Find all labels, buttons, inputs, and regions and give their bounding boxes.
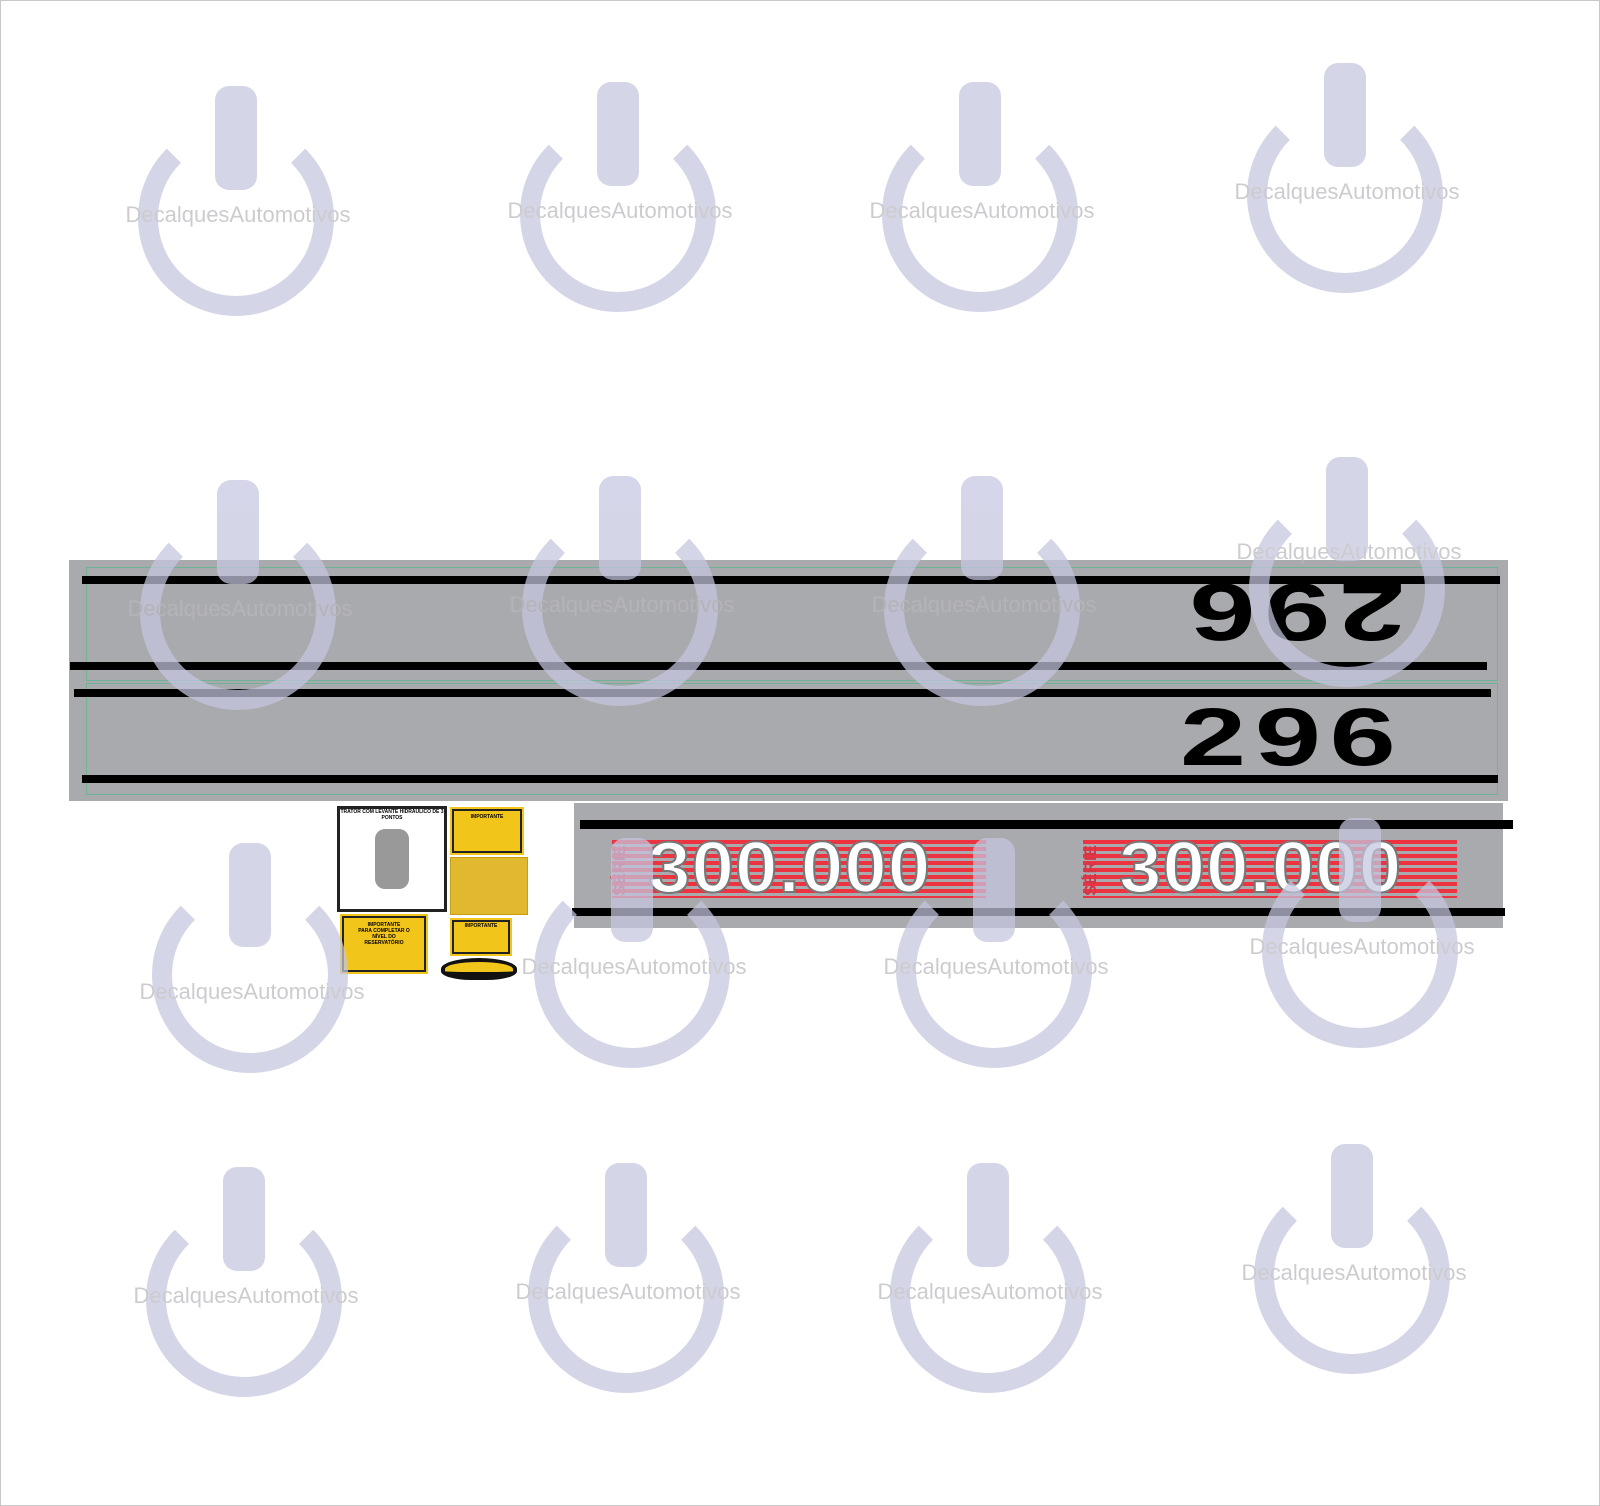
serie-label: SÉRIE — [610, 844, 629, 896]
stripe — [74, 689, 1491, 697]
serie-label: SÉRIE — [1081, 844, 1100, 896]
model-number-mirrored: 296 — [1180, 566, 1405, 657]
cut-guide-top — [86, 567, 1498, 681]
label-title: TRATOR COM LEVANTE HIDRÁULICO DE 3 PONTO… — [340, 809, 444, 821]
stripe — [82, 775, 1498, 783]
serie-number: 300.000 — [1118, 828, 1403, 908]
cut-guide-bottom — [86, 683, 1498, 795]
label-title: IMPORTANTE — [464, 923, 498, 929]
stripe — [580, 820, 1513, 829]
curved-label — [441, 958, 517, 980]
serie-badge: SÉRIE 300.000 — [610, 831, 986, 905]
tractor-illustration — [375, 829, 409, 889]
serie-badge: SÉRIE 300.000 — [1081, 831, 1457, 905]
model-number: 296 — [1180, 692, 1405, 783]
important-label: IMPORTANTE — [450, 807, 524, 855]
hydraulic-instruction-label: TRATOR COM LEVANTE HIDRÁULICO DE 3 PONTO… — [337, 806, 447, 912]
label-title: IMPORTANTE — [470, 814, 504, 820]
speed-chart-label — [450, 857, 528, 915]
stripe — [70, 662, 1487, 670]
label-text: PARA COMPLETAR O NÍVEL DO RESERVATÓRIO — [358, 928, 410, 946]
serie-number: 300.000 — [647, 828, 932, 908]
stripe — [572, 908, 1505, 916]
label-title: IMPORTANTE — [367, 922, 401, 928]
stripe — [82, 576, 1500, 584]
important-label-small: IMPORTANTE — [450, 918, 512, 956]
